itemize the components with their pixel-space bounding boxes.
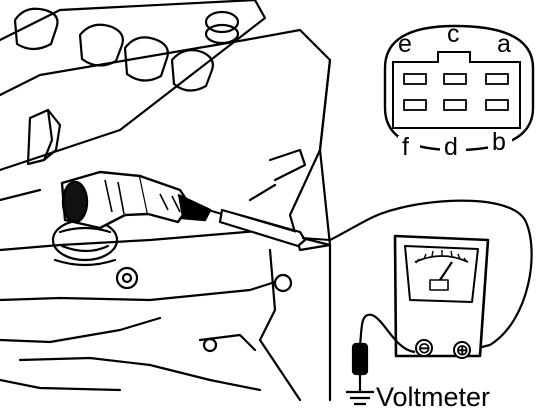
voltmeter-icon <box>393 234 490 359</box>
test-probe-icon <box>207 208 331 248</box>
pin-slot-d <box>443 99 467 111</box>
terminal-cap-4 <box>170 49 214 92</box>
ground-icon <box>346 342 374 406</box>
voltmeter-label: Voltmeter <box>376 382 490 412</box>
positive-symbol: ⊕ <box>456 342 469 359</box>
pin-slot-e <box>403 73 427 85</box>
connector-face-icon <box>383 24 535 158</box>
pin-slot-b <box>485 99 509 111</box>
terminal-cap-2 <box>78 23 124 67</box>
pin-label-a: a <box>497 30 511 58</box>
positive-lead-wire <box>329 199 533 352</box>
positive-terminal <box>453 341 471 359</box>
terminal-cap-3 <box>123 36 169 82</box>
pin-label-d: d <box>444 133 458 161</box>
pin-slot-c <box>443 73 467 85</box>
negative-terminal <box>415 339 433 357</box>
terminal-cap-1 <box>13 7 59 51</box>
pin-label-b: b <box>492 128 506 156</box>
pin-label-c: c <box>447 20 460 48</box>
pin-label-f: f <box>402 133 409 161</box>
negative-symbol: ⊖ <box>418 340 431 357</box>
pin-slot-f <box>403 99 427 111</box>
pin-slot-a <box>485 73 509 85</box>
engine-bay-illustration <box>0 0 332 402</box>
pin-label-e: e <box>398 30 412 58</box>
meter-needle <box>439 261 453 281</box>
negative-lead-wire <box>358 313 416 354</box>
sensor-connector-plug <box>60 170 212 230</box>
